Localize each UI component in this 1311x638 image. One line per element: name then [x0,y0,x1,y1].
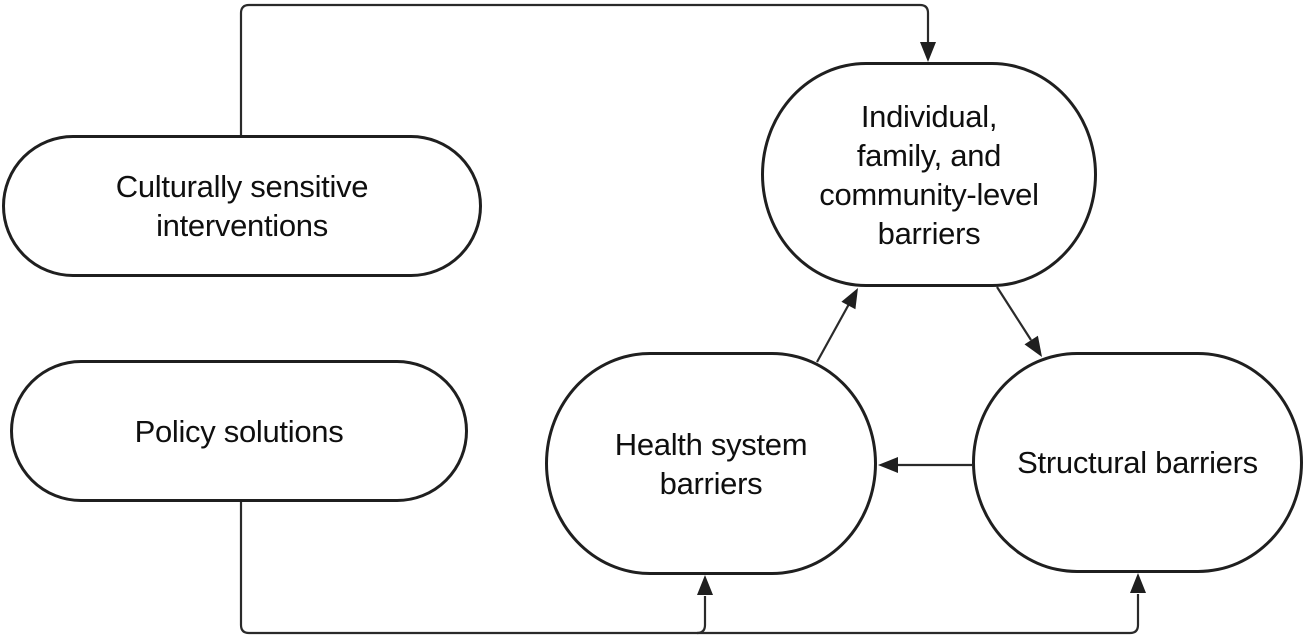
node-individual-family-community-barriers-label: Individual, family, and community-level … [819,98,1039,251]
node-policy-solutions: Policy solutions [10,360,468,502]
edge-individual-to-structural-arrowhead [1024,335,1042,357]
node-health-system-barriers-label: Health system barriers [614,426,808,501]
edge-policy-to-structural-line [239,502,1140,635]
edge-individual-to-structural-line [996,286,1032,341]
edge-structural-to-health-arrowhead [878,457,898,473]
node-structural-barriers: Structural barriers [972,352,1303,573]
edge-policy-to-health-arrowhead [697,575,713,595]
node-policy-solutions-label: Policy solutions [134,413,344,449]
edge-culturally-to-individual-line [239,3,930,135]
node-culturally-sensitive-interventions-label: Culturally sensitive interventions [115,169,369,243]
edge-health-to-individual-line [816,303,850,363]
edge-policy-to-structural-arrowhead [1130,573,1146,593]
node-individual-family-community-barriers: Individual, family, and community-level … [761,62,1097,287]
edge-health-to-individual-arrowhead [841,288,858,310]
edge-culturally-to-individual-arrowhead [920,42,936,62]
node-culturally-sensitive-interventions: Culturally sensitive interventions [2,135,482,277]
edge-policy-to-health-line [696,596,707,635]
node-structural-barriers-label: Structural barriers [1017,445,1258,480]
node-health-system-barriers: Health system barriers [545,352,877,575]
